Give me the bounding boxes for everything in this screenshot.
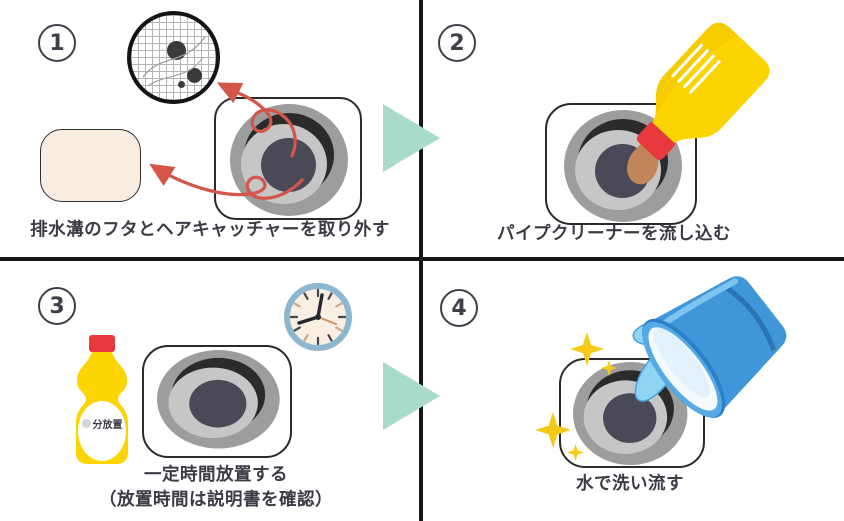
step-2-number: 2: [449, 30, 465, 56]
hair-clump-icon: [167, 41, 186, 60]
step-1-caption: 排水溝のフタとヘアキャッチャーを取り外す: [30, 220, 390, 240]
drain-base-plate: [142, 345, 292, 458]
hair-clump-icon: [178, 81, 185, 88]
bottle-label: 分放置: [68, 416, 136, 431]
hair-clump-icon: [187, 68, 202, 83]
next-step-arrow-bottom-icon: [383, 362, 440, 430]
step-4-caption: 水で洗い流す: [576, 474, 684, 494]
clock-icon: [284, 283, 352, 351]
horizontal-divider: [0, 257, 844, 261]
step-4-number: 4: [451, 295, 467, 321]
drain-icon: [157, 350, 280, 449]
next-step-arrow-top-icon: [383, 104, 440, 172]
step-2-number-badge: 2: [438, 24, 476, 62]
step-4-number-badge: 4: [440, 289, 478, 327]
drain-base-plate: [559, 358, 705, 468]
drain-base-plate: [214, 97, 362, 220]
step-3-number: 3: [49, 293, 65, 319]
drain-hole: [603, 393, 657, 443]
drain-hole: [261, 138, 316, 192]
bottle-label-text: 分放置: [92, 420, 123, 431]
step-1-number-badge: 1: [38, 24, 76, 62]
cleaner-bottle-icon: [76, 335, 128, 464]
blank-minutes-dot-icon: [81, 419, 91, 428]
hair-catcher-icon: [127, 11, 220, 104]
removal-arrows-icon: [149, 82, 304, 200]
step-3-caption-line2: （放置時間は説明書を確認）: [99, 490, 333, 510]
drain-hole: [189, 379, 247, 428]
step-3-number-badge: 3: [38, 287, 76, 325]
bucket-pouring-icon: [642, 276, 787, 418]
step-3-caption-line1: 一定時間放置する: [144, 465, 288, 485]
hair-strands-icon: [142, 36, 206, 86]
step-2-caption: パイプクリーナーを流し込む: [497, 224, 731, 244]
drain-lid-icon: [40, 129, 141, 202]
cleaner-bottle-pouring-icon: [636, 22, 770, 160]
drain-icon: [573, 362, 688, 466]
step-1-number: 1: [49, 30, 65, 56]
